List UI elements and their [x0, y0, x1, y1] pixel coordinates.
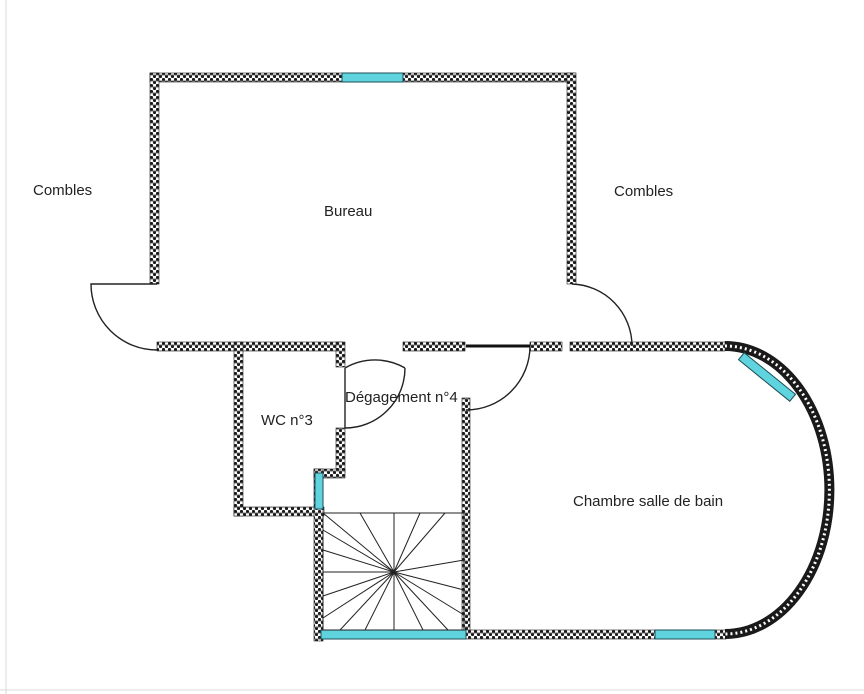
wc-window: [314, 472, 324, 510]
windows: [314, 72, 797, 640]
stair-tread: [393, 571, 465, 616]
stair-tread: [322, 549, 395, 573]
wc-door: [344, 359, 406, 429]
bureau-bottom-wall-left: [156, 341, 343, 352]
stair-tread: [393, 512, 421, 573]
chambre-label: Chambre salle de bain: [573, 493, 723, 510]
stair-tread: [393, 571, 449, 631]
degagement-label: Dégagement n°4: [345, 389, 458, 406]
stair-tread: [359, 512, 395, 573]
bureau-right-door: [571, 283, 633, 347]
degagement-right-wall: [461, 397, 471, 639]
chambre-top-wall: [569, 341, 726, 352]
chambre-curved-wall-pattern: [724, 344, 831, 636]
doors: [90, 283, 633, 429]
wc-left-wall: [233, 341, 244, 517]
combles-left-label: Combles: [33, 182, 92, 199]
bureau-label: Bureau: [324, 203, 372, 220]
stair-tread: [364, 571, 395, 631]
stair-tread: [322, 571, 395, 619]
stair-tread: [393, 571, 465, 591]
staircase: [322, 512, 465, 631]
degagement-door: [465, 345, 531, 411]
stair-tread: [393, 571, 424, 631]
bureau-window: [341, 72, 404, 83]
wc-right-wall-upper: [335, 341, 346, 368]
wc-bottom-wall: [233, 506, 325, 517]
bureau-bottom-wall-right: [529, 341, 563, 352]
stair-tread: [393, 559, 465, 573]
wc-right-wall-lower: [335, 427, 346, 474]
chambre-bottom-window: [654, 629, 716, 640]
stair-tread: [393, 512, 446, 573]
bureau-top-wall-left: [149, 72, 343, 83]
bureau-left-door: [90, 283, 158, 351]
bureau-right-wall: [566, 72, 577, 285]
stair-tread: [322, 512, 395, 573]
chambre-curved-window: [737, 352, 797, 402]
stair-tread: [322, 529, 395, 573]
wc-label: WC n°3: [261, 412, 313, 429]
walls: [149, 72, 727, 642]
stair-tread: [322, 571, 395, 597]
stair-tread: [339, 571, 395, 631]
bureau-top-wall-right: [402, 72, 576, 83]
bureau-bottom-wall-mid: [402, 341, 466, 352]
bureau-left-wall: [149, 72, 160, 285]
combles-right-label: Combles: [614, 183, 673, 200]
stair-bottom-window: [320, 629, 467, 640]
